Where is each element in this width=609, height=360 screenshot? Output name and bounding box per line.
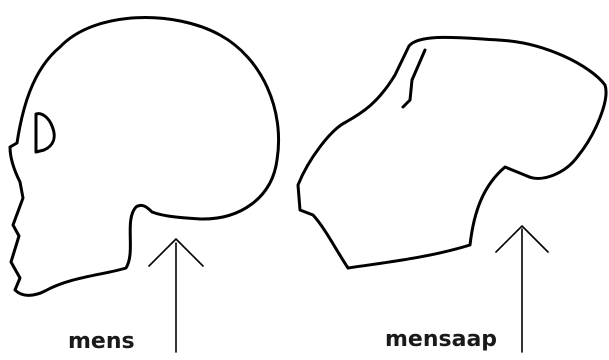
human-arrow: [149, 239, 203, 352]
ape-brow-ridge: [403, 50, 425, 107]
human-label: mens: [68, 329, 135, 354]
ape-label: mensaap: [385, 327, 497, 352]
ape-skull: [298, 37, 606, 268]
human-skull: [10, 18, 279, 296]
human-skull-outline: [10, 18, 279, 296]
ape-arrow: [496, 226, 548, 352]
human-eye-socket: [36, 114, 54, 152]
ape-skull-outline: [298, 37, 606, 268]
